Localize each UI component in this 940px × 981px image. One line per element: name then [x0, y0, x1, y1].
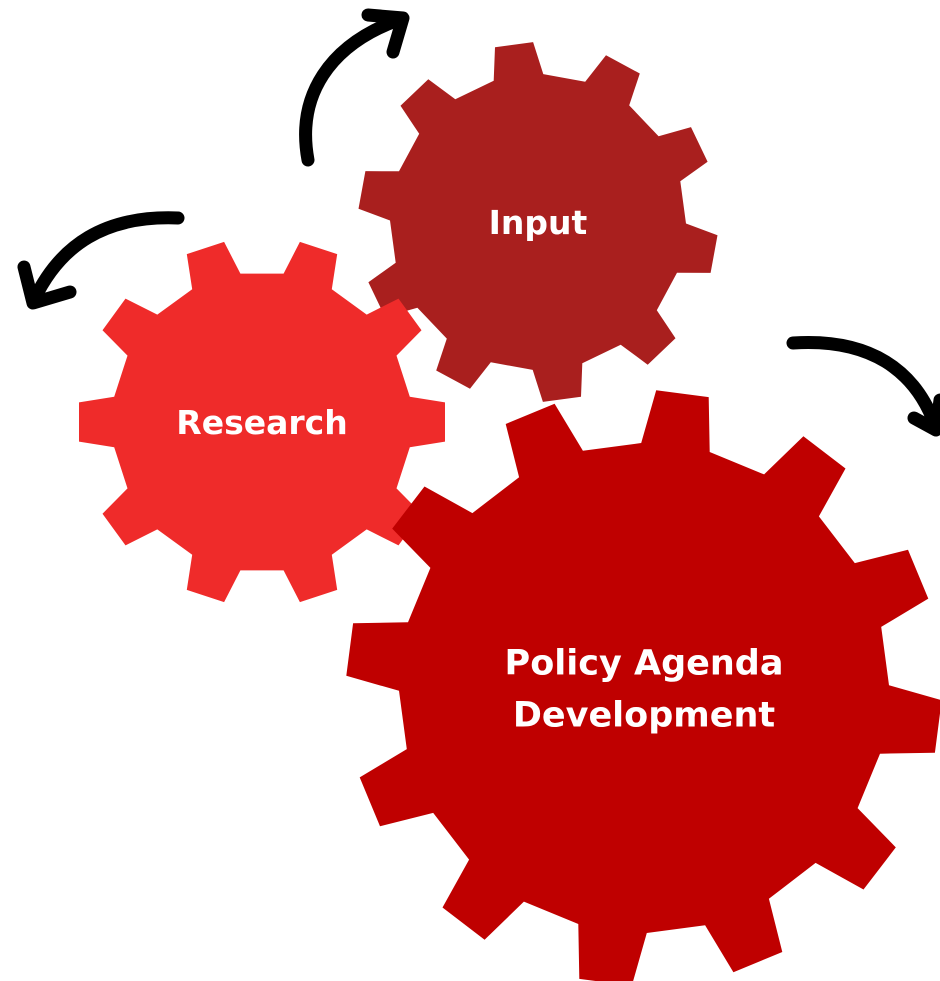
- arrow-to-policy-icon: [786, 335, 940, 432]
- arrow-to-research-icon: [27, 211, 185, 307]
- gear-input-label: Input: [489, 203, 588, 242]
- arrow-to-input-head-icon: [361, 8, 410, 59]
- gear-research-shape: [79, 241, 445, 603]
- gear-policy-shape: [346, 390, 940, 981]
- arrow-to-research-head-icon: [17, 260, 77, 310]
- arrow-to-input-icon: [299, 13, 405, 167]
- cycle-arrows: [17, 8, 940, 437]
- gear-label-line: Input: [489, 203, 588, 242]
- gear-research-label: Research: [176, 403, 347, 442]
- gear-input-shape: [358, 42, 718, 402]
- gear-input: Input: [358, 42, 718, 402]
- gear-research: Research: [79, 241, 445, 603]
- gear-label-line: Research: [176, 403, 347, 442]
- gear-label-line: Policy Agenda: [505, 644, 784, 684]
- arrow-to-policy-head-icon: [907, 393, 940, 437]
- gear-label-line: Development: [513, 696, 775, 736]
